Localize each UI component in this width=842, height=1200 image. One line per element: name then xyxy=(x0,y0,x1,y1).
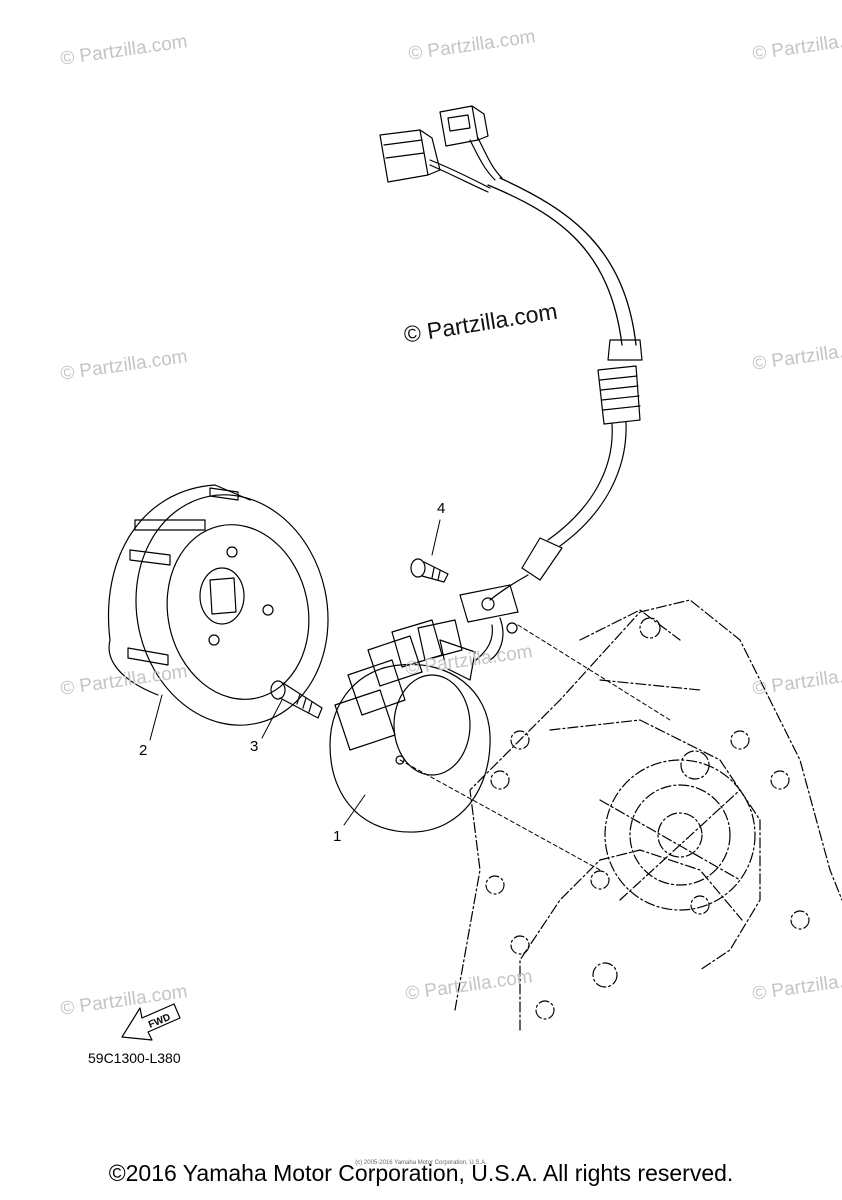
fine-print: (c) 2005-2016 Yamaha Motor Corporation, … xyxy=(355,1160,487,1166)
diagram-part-code: 59C1300-L380 xyxy=(88,1050,181,1066)
fwd-arrow-icon xyxy=(121,1003,181,1041)
engine-crankcase-outline xyxy=(454,599,842,1031)
callout-2: 2 xyxy=(139,742,148,759)
callout-3: 3 xyxy=(250,738,259,755)
stator-bolt xyxy=(270,680,323,719)
wire-clamp xyxy=(459,584,519,661)
connector-left xyxy=(379,129,441,183)
copyright-footer: ©2016 Yamaha Motor Corporation, U.S.A. A… xyxy=(108,1160,734,1186)
alignment-lines xyxy=(399,624,671,871)
stator-coil xyxy=(329,619,493,833)
clamp-screw xyxy=(410,558,449,583)
wire-harness xyxy=(429,137,643,601)
callout-leaders xyxy=(149,519,441,826)
wire-grommet xyxy=(597,365,641,425)
fwd-label: FWD xyxy=(147,1012,172,1031)
callout-4: 4 xyxy=(437,500,446,517)
connector-right xyxy=(439,105,489,147)
callout-1: 1 xyxy=(333,828,342,845)
flywheel-rotor xyxy=(107,484,329,726)
